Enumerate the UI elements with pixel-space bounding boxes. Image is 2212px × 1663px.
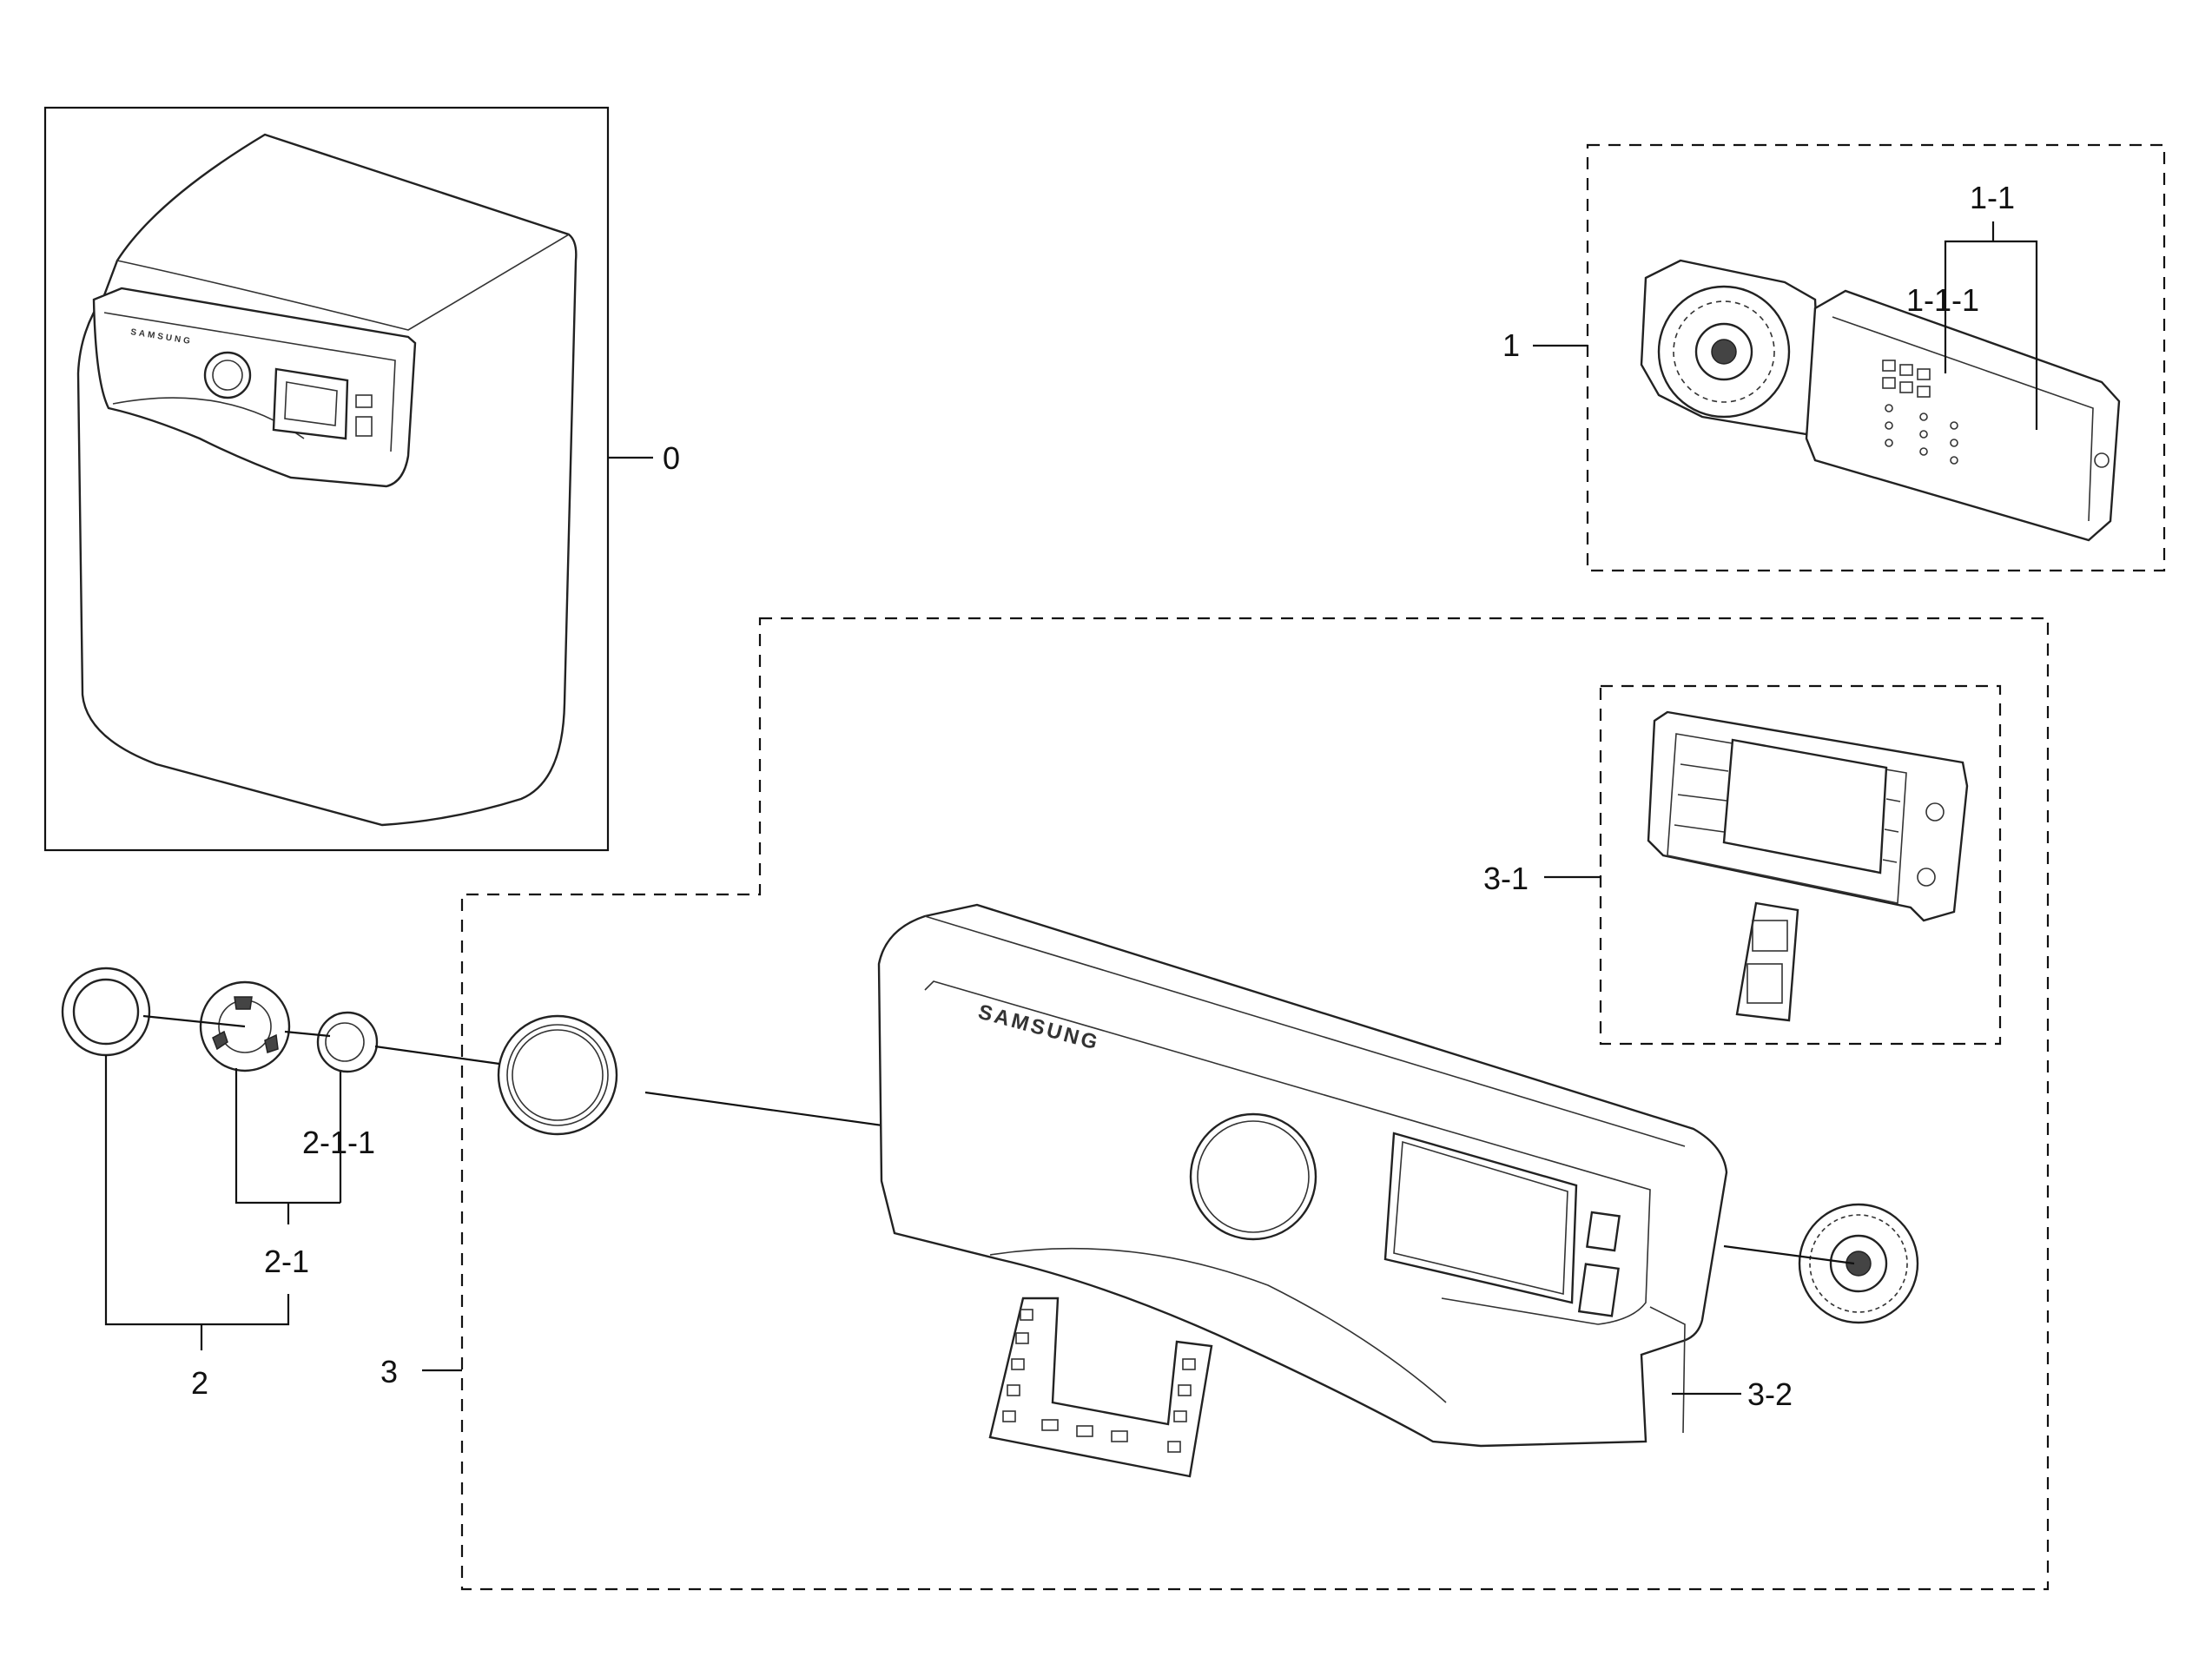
leader-2 (104, 1055, 290, 1350)
panel-button-bottom (1577, 1263, 1620, 1317)
leader-2-1 (234, 1068, 340, 1224)
part-2-knob-assembly: 2-1-1 2-1 2 (61, 967, 379, 1401)
leader-1-1 (1944, 221, 2038, 430)
keypad-membrane (988, 1297, 1213, 1478)
panel-button-top (1586, 1211, 1621, 1252)
pcb-button-grid (1882, 360, 1958, 465)
part-0-frame (43, 106, 610, 852)
knob-inner-ring (316, 1011, 379, 1073)
part-3-dashed-outline (460, 617, 2050, 1591)
label-2-1: 2-1 (264, 1244, 309, 1279)
part-3-1-dashed-box (1599, 684, 2002, 1046)
label-3-1: 3-1 (1483, 861, 1529, 896)
label-3: 3 (380, 1354, 398, 1389)
label-2-1-1: 2-1-1 (302, 1125, 375, 1160)
label-0: 0 (663, 440, 680, 476)
label-1-1-1: 1-1-1 (1906, 282, 1979, 318)
label-3-2: 3-2 (1747, 1376, 1793, 1412)
display-screen (1722, 738, 1888, 874)
panel-dial-opening (1189, 1112, 1317, 1241)
part-1-control-assembly: 1 1-1 1-1-1 (1502, 143, 2166, 572)
label-1-1: 1-1 (1970, 180, 2015, 215)
label-2: 2 (191, 1365, 208, 1401)
washer-display (272, 367, 349, 440)
label-1: 1 (1502, 327, 1520, 363)
pcb-board (1805, 289, 2121, 542)
part-3-1-display-assembly (1599, 684, 2002, 1046)
panel-display-window (1383, 1132, 1578, 1304)
control-panel-body: SAMSUNG (877, 903, 1728, 1448)
part-3-control-panel-assembly: 3 SAMSUNG 3-2 (374, 617, 2050, 1591)
part-0-washer-unit: SAMSUNG 0 (43, 106, 680, 852)
washer-dial (203, 351, 252, 399)
decor-ring (497, 1014, 618, 1136)
rotary-encoder (1798, 1203, 1919, 1324)
